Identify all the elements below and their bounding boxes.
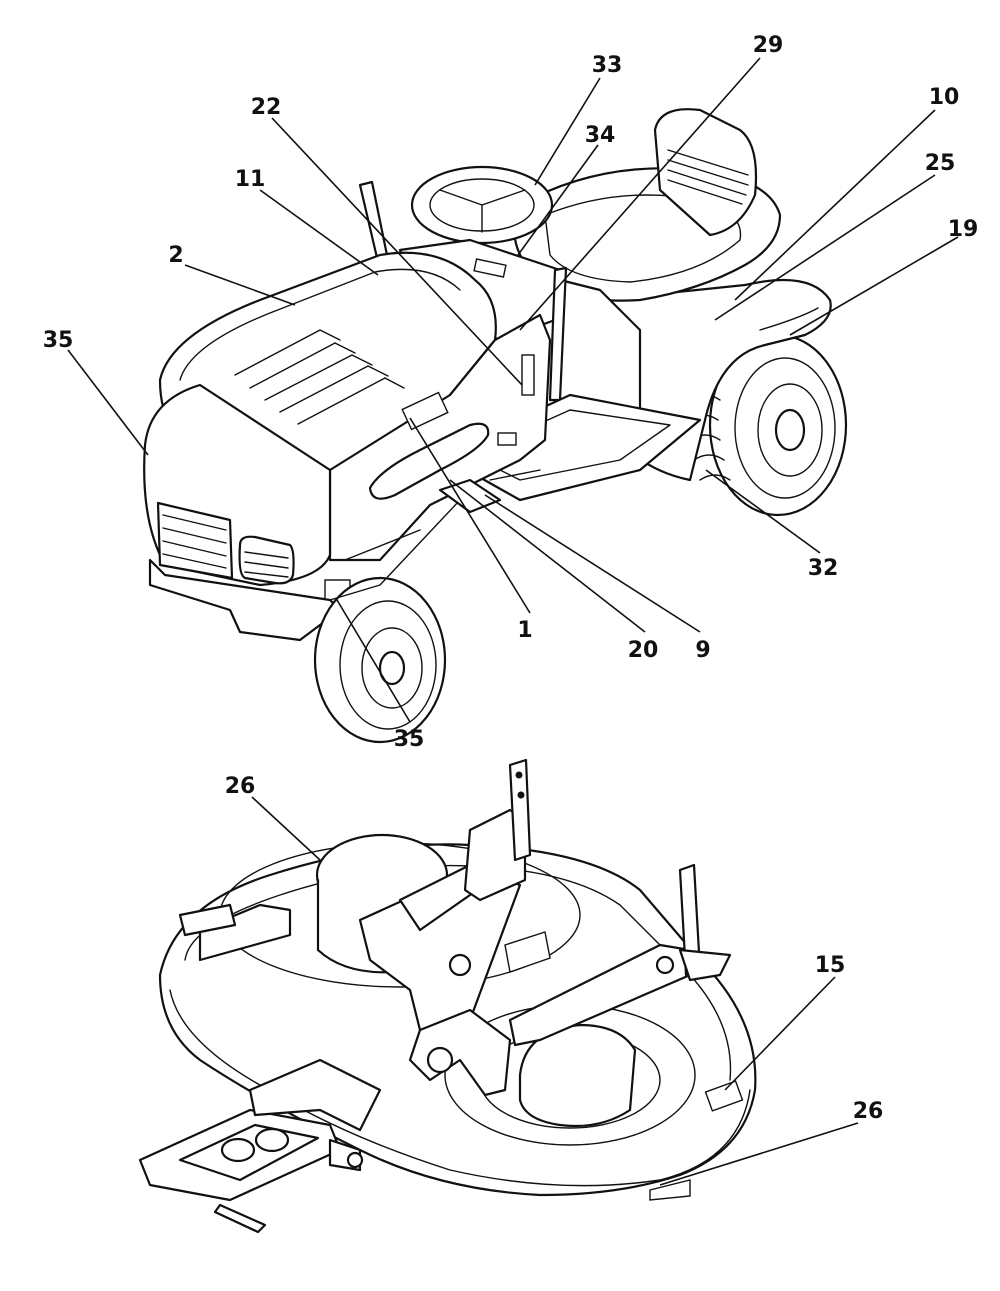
callout-19: 19 (948, 217, 979, 242)
callout-26-upper: 26 (225, 774, 256, 799)
seat (513, 108, 782, 302)
callout-2: 2 (168, 243, 183, 268)
riding-mower-illustration (143, 108, 848, 744)
callout-25: 25 (925, 151, 956, 176)
callout-32: 32 (808, 556, 839, 581)
callout-1: 1 (517, 618, 532, 643)
front-tire (313, 576, 447, 744)
mower-deck-illustration (138, 758, 757, 1234)
callout-9: 9 (695, 638, 710, 663)
rear-tire (687, 333, 848, 517)
deck-hitch (138, 1058, 382, 1234)
callout-15: 15 (815, 953, 846, 978)
callout-35-left: 35 (43, 328, 74, 353)
callout-33: 33 (592, 53, 623, 78)
callout-29: 29 (753, 33, 784, 58)
callout-20: 20 (628, 638, 659, 663)
callout-34: 34 (585, 123, 616, 148)
callout-35-bottom: 35 (394, 727, 425, 752)
callout-10: 10 (929, 85, 960, 110)
callout-11: 11 (235, 167, 266, 192)
callout-22: 22 (251, 95, 282, 120)
callout-labels: 1 2 9 10 11 15 19 20 22 25 26 26 29 32 3… (43, 33, 979, 1124)
leader-lines (67, 57, 959, 1186)
callout-26-lower: 26 (853, 1099, 884, 1124)
